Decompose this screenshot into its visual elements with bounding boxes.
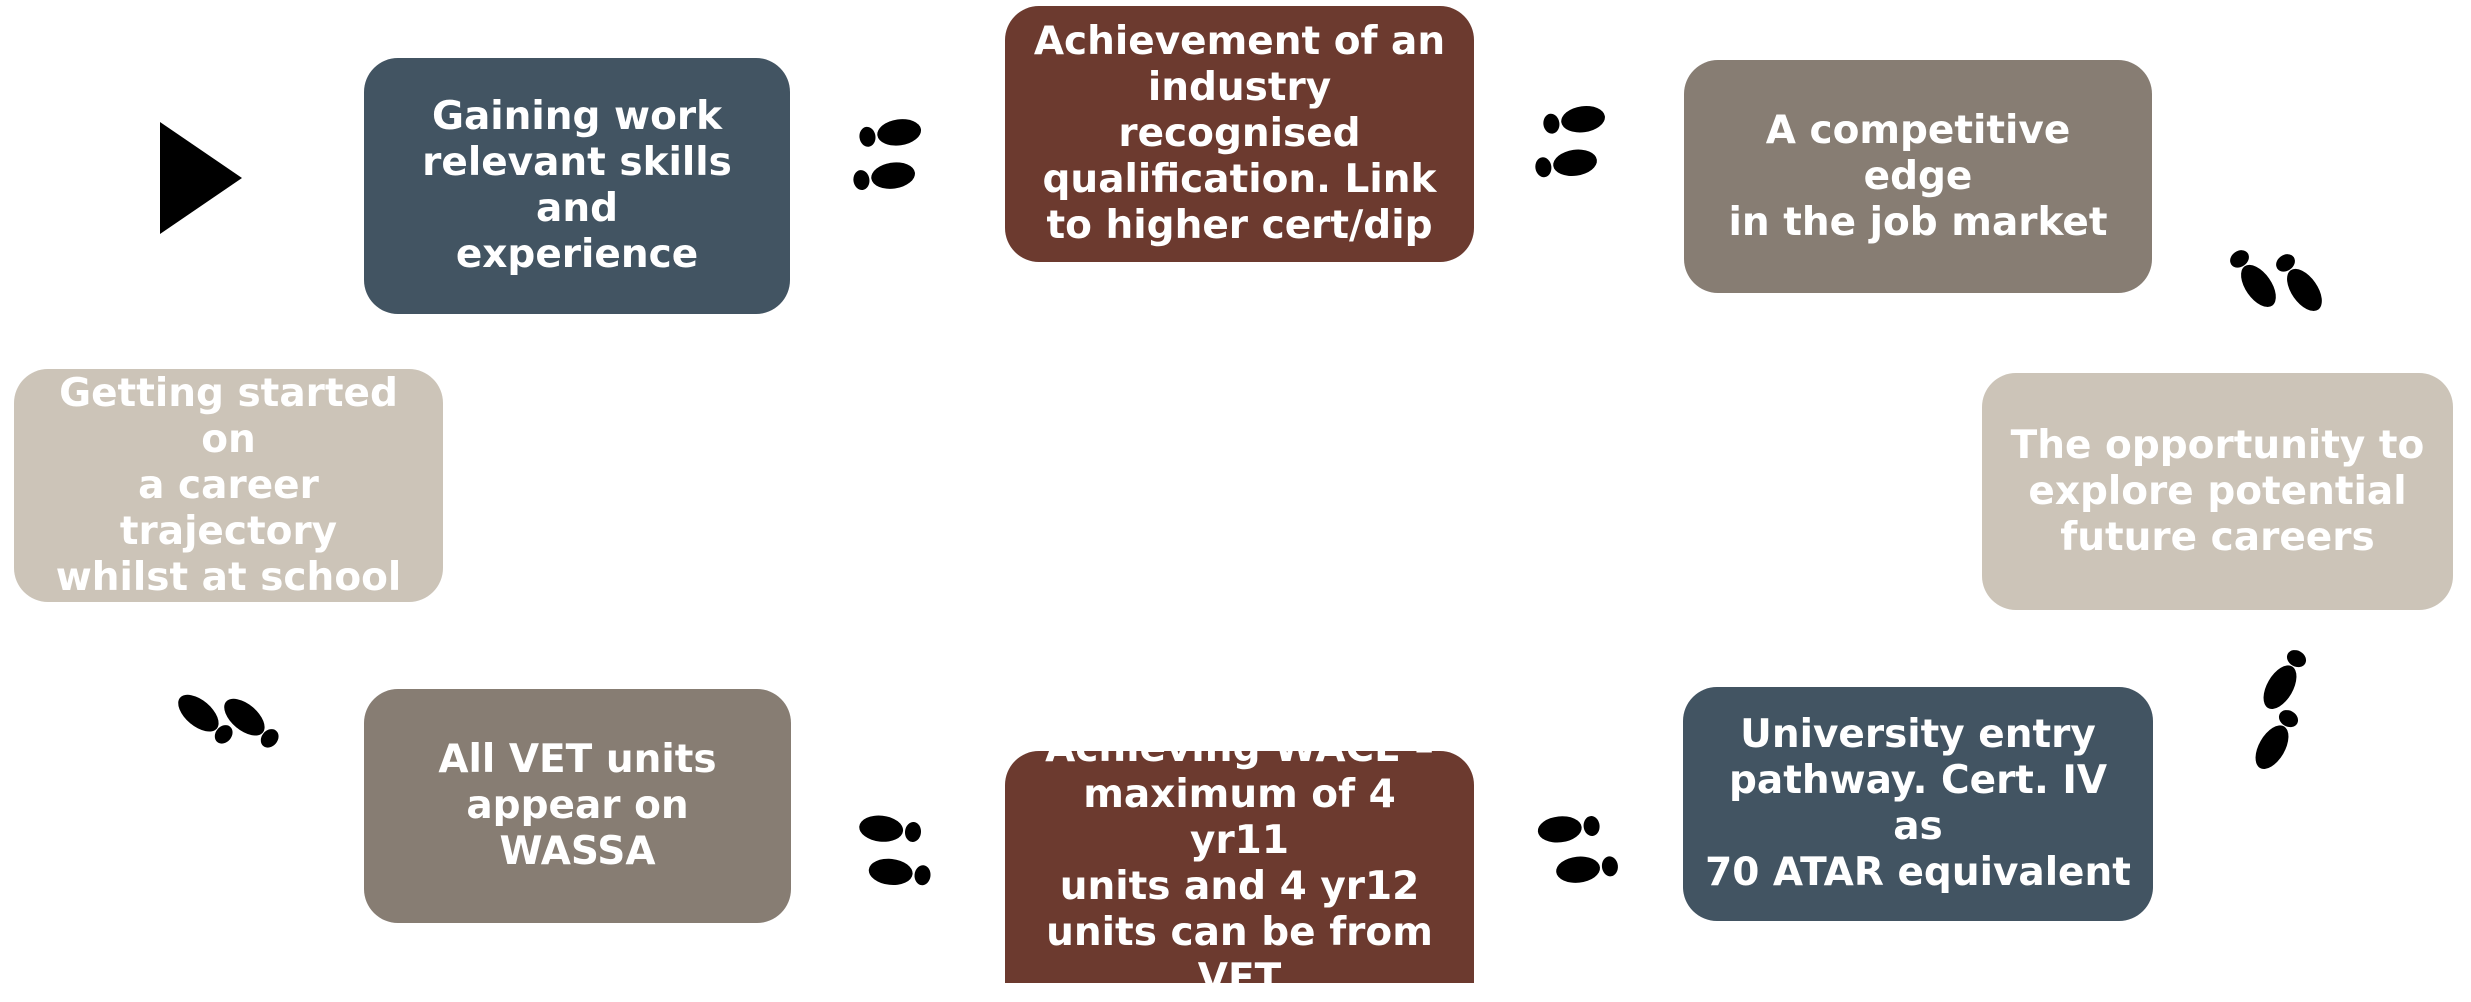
box-text: Achievement of an industry recognised qu… xyxy=(1033,19,1446,248)
box-university-entry: University entry pathway. Cert. IV as 70… xyxy=(1683,687,2153,921)
footsteps-icon xyxy=(2222,642,2332,782)
box-text: A competitive edge in the job market xyxy=(1728,107,2108,245)
box-achieving-wace: Achieving WACE – maximum of 4 yr11 units… xyxy=(1005,726,1474,1001)
box-text: Gaining work relevant skills and experie… xyxy=(422,94,732,277)
box-career-trajectory: Getting started on a career trajectory w… xyxy=(14,369,443,602)
box-explore-careers: The opportunity to explore potential fut… xyxy=(1982,373,2453,610)
box-text: Getting started on a career trajectory w… xyxy=(55,370,402,600)
footsteps-icon xyxy=(160,672,290,762)
footsteps-icon xyxy=(836,108,956,198)
play-icon xyxy=(160,122,242,234)
box-text: Achieving WACE – maximum of 4 yr11 units… xyxy=(1045,726,1434,1001)
box-competitive-edge: A competitive edge in the job market xyxy=(1684,60,2152,293)
footsteps-icon xyxy=(2212,236,2342,326)
footsteps-icon xyxy=(1514,800,1634,900)
box-text: University entry pathway. Cert. IV as 70… xyxy=(1705,712,2131,895)
box-text: All VET units appear on WASSA xyxy=(438,737,717,874)
box-text: The opportunity to explore potential fut… xyxy=(2010,422,2425,560)
footsteps-icon xyxy=(1512,96,1632,186)
box-gaining-work-skills: Gaining work relevant skills and experie… xyxy=(364,58,790,314)
box-vet-units-wassa: All VET units appear on WASSA xyxy=(364,689,791,923)
footsteps-icon xyxy=(828,800,958,900)
box-industry-qualification: Achievement of an industry recognised qu… xyxy=(1005,6,1474,262)
